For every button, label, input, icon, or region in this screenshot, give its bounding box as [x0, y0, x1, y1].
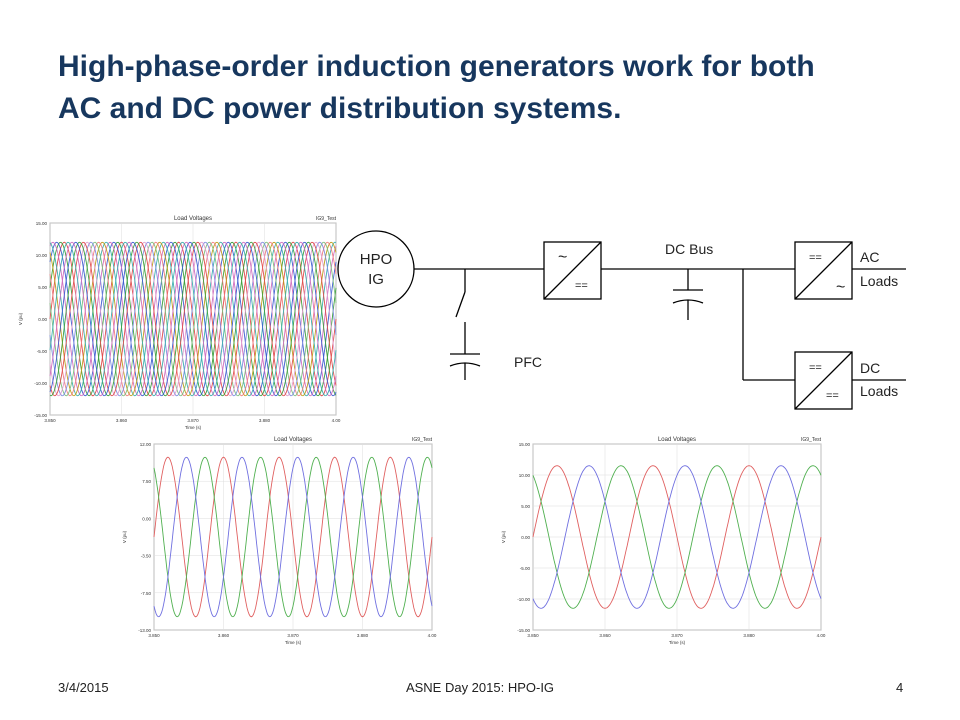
ac-loads-label-2: Loads: [860, 273, 898, 289]
plot-series-line: [49, 241, 337, 397]
plot-y-tick-label: 5.00: [38, 285, 47, 290]
plot-series-line: [153, 456, 433, 618]
plot-y-tick-label: 10.00: [36, 253, 48, 258]
plot-x-axis-label: Time (s): [285, 640, 302, 645]
plot-series-line: [49, 241, 337, 397]
plot-y-tick-label: 5.00: [521, 504, 530, 509]
generator-label-2: IG: [368, 271, 384, 288]
dc-loads-label-2: Loads: [860, 383, 898, 399]
plot-corner-tag: IG9_Test: [412, 437, 433, 443]
rectifier-ac-symbol: ~: [558, 249, 567, 266]
plot-y-tick-label: -15.00: [34, 413, 47, 418]
plot-series-line: [49, 241, 337, 397]
load-voltages-plot-15-phase: Load Voltages IG9_Test 15.00 10.00 5.00 0.00 -…: [14, 213, 344, 431]
plot-series-line: [532, 465, 822, 609]
plot-y-tick-label: -7.50: [141, 591, 152, 596]
plot-series-line: [49, 241, 337, 397]
rectifier-dc-symbol: ==: [575, 280, 588, 292]
title-line-2: AC and DC power distribution systems.: [58, 92, 622, 125]
plot-y-tick-label: 12.00: [140, 442, 152, 447]
plot-y-tick-label: 0.00: [38, 317, 47, 322]
generator-label-1: HPO: [360, 251, 393, 268]
plot-y-tick-label: -10.00: [34, 381, 47, 386]
rectifier-box: [543, 241, 602, 300]
plot-y-tick-label: 10.00: [519, 473, 531, 478]
plot-y-tick-label: -10.00: [517, 597, 530, 602]
plot-series-line: [49, 241, 337, 397]
plot-x-tick-label: 4.00: [332, 418, 341, 423]
power-system-diagram: HPO IG ~ == DC Bus PFC == ~ == == AC Loa…: [337, 230, 906, 410]
dc-loads-label-1: DC: [860, 360, 880, 376]
plot-y-axis-label: V (pu): [18, 312, 23, 325]
plot-series-line: [153, 456, 433, 618]
plot-series-line: [532, 465, 822, 609]
plot-x-tick-label: 3.860: [599, 633, 611, 638]
inverter-ac-symbol: ~: [836, 279, 845, 296]
plot-series-line: [49, 241, 337, 397]
plot-corner-tag: IG9_Test: [316, 216, 337, 222]
plot-series-line: [49, 241, 337, 397]
pfc-switch: [455, 291, 466, 318]
plot-title: Load Voltages: [174, 216, 212, 222]
plot-y-tick-label: 15.00: [36, 221, 48, 226]
plot-series-line: [49, 241, 337, 397]
footer-page-number: 4: [896, 680, 904, 695]
plot-y-tick-label: -15.00: [517, 628, 530, 633]
plot-series-line: [49, 241, 337, 397]
load-voltages-plot-3-phase: Load Voltages IG9_Test 12.00 7.50 0.00 -3.50 -…: [118, 434, 440, 646]
load-voltages-plot-3-phase-dc: Load Voltages IG9_Test 15.00 10.00 5.00 0.00 -…: [497, 434, 829, 646]
plot-y-tick-label: 0.00: [521, 535, 530, 540]
plot-y-tick-label: 15.00: [519, 442, 531, 447]
plot-x-tick-label: 4.00: [428, 633, 437, 638]
plot-title: Load Voltages: [274, 437, 312, 443]
plot-y-tick-label: -5.00: [37, 349, 48, 354]
footer-presentation-title: ASNE Day 2015: HPO-IG: [405, 680, 555, 695]
plot-y-tick-label: 7.50: [142, 479, 151, 484]
plot-y-tick-label: -13.00: [138, 628, 151, 633]
plot-x-tick-label: 3.860: [116, 418, 128, 423]
plot-x-tick-label: 3.860: [218, 633, 230, 638]
plot-x-axis-label: Time (s): [185, 425, 202, 430]
plot-x-tick-label: 3.880: [743, 633, 755, 638]
plot-y-tick-label: -3.50: [141, 554, 152, 559]
plot-series-line: [532, 465, 822, 609]
plot-corner-tag: IG9_Test: [801, 437, 822, 443]
title-line-1: High-phase-order induction generators wo…: [58, 50, 815, 83]
plot-y-axis-label: V (pu): [122, 530, 127, 543]
plot-series-line: [153, 456, 433, 618]
plot-title: Load Voltages: [658, 437, 696, 443]
footer-date: 3/4/2015: [58, 680, 109, 695]
plot-series-line: [49, 241, 337, 397]
slide-title: High-phase-order induction generators wo…: [58, 46, 918, 130]
pfc-label: PFC: [514, 354, 542, 370]
plot-x-tick-label: 3.870: [187, 418, 199, 423]
plot-x-tick-label: 3.880: [259, 418, 271, 423]
ac-loads-label-1: AC: [860, 249, 879, 265]
plot-series-line: [49, 241, 337, 397]
plot-x-tick-label: 3.870: [287, 633, 299, 638]
dcdc-out-symbol: ==: [826, 390, 839, 402]
plot-y-tick-label: 0.00: [142, 516, 151, 521]
plot-x-axis-label: Time (s): [669, 640, 686, 645]
dcdc-in-symbol: ==: [809, 362, 822, 374]
inverter-box: [794, 241, 853, 300]
plot-series-line: [49, 241, 337, 397]
plot-y-axis-label: V (pu): [501, 530, 506, 543]
plot-x-tick-label: 3.850: [527, 633, 539, 638]
inverter-dc-symbol: ==: [809, 252, 822, 264]
plot-y-tick-label: -5.00: [520, 566, 531, 571]
plot-x-tick-label: 3.850: [148, 633, 160, 638]
plot-x-tick-label: 3.880: [357, 633, 369, 638]
plot-series-line: [49, 241, 337, 397]
plot-series-line: [49, 241, 337, 397]
generator-circle: [337, 230, 415, 308]
plot-x-tick-label: 4.00: [817, 633, 826, 638]
plot-series-line: [49, 241, 337, 397]
plot-x-tick-label: 3.850: [44, 418, 56, 423]
dc-bus-label: DC Bus: [665, 241, 713, 257]
plot-x-tick-label: 3.870: [671, 633, 683, 638]
